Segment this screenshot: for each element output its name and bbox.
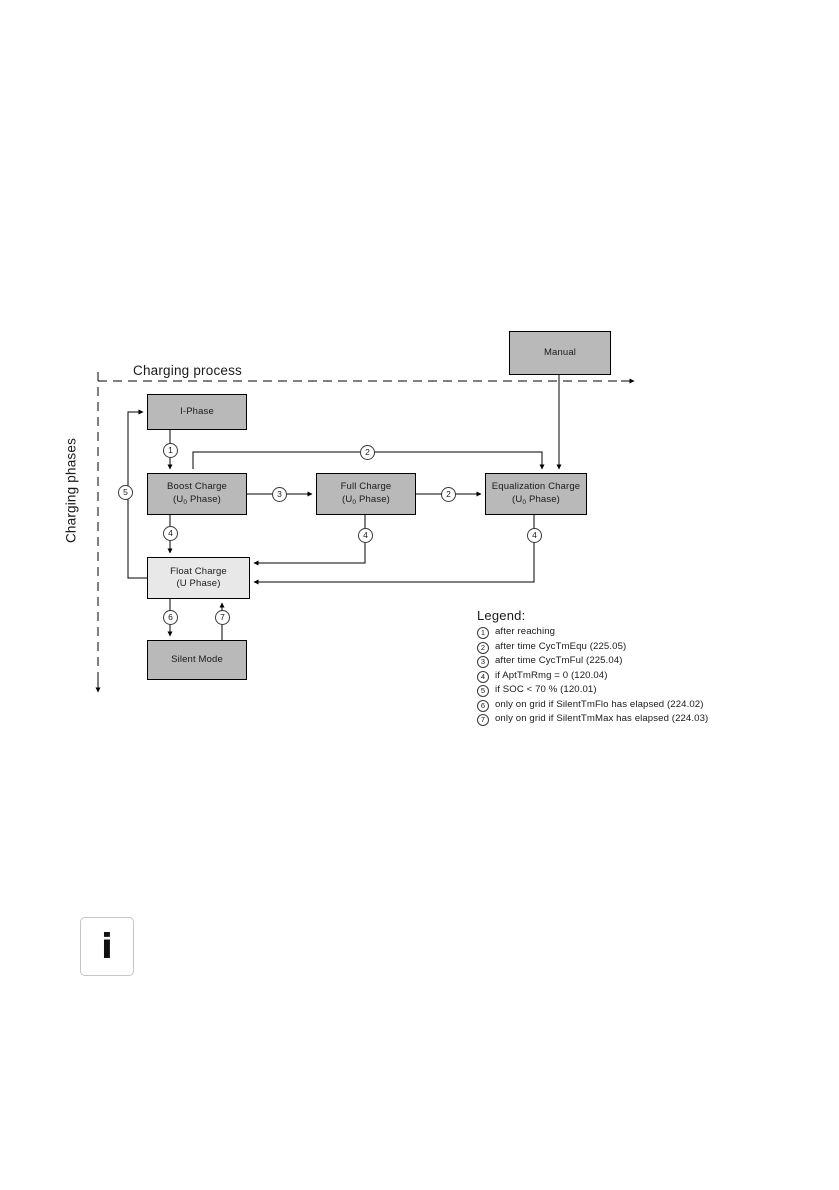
legend-text-5: if SOC < 70 % (120.01) <box>495 684 597 695</box>
badge-connector-7: 7 <box>215 610 230 625</box>
legend-item: 5 if SOC < 70 % (120.01) <box>477 684 777 697</box>
node-manual-label: Manual <box>543 346 577 358</box>
node-silent-mode[interactable]: Silent Mode <box>147 640 247 680</box>
node-full-charge-subscript: 0 <box>352 498 357 506</box>
legend-item: 6 only on grid if SilentTmFlo has elapse… <box>477 699 777 712</box>
legend-item: 7 only on grid if SilentTmMax has elapse… <box>477 713 777 726</box>
edge-equalization-to-float <box>253 515 535 585</box>
node-equalization-charge[interactable]: Equalization Charge (U0 Phase) <box>485 473 587 515</box>
legend-text-6: only on grid if SilentTmFlo has elapsed … <box>495 698 704 710</box>
node-manual[interactable]: Manual <box>509 331 611 375</box>
badge-connector-6: 6 <box>163 610 178 625</box>
node-float-charge[interactable]: Float Charge (U Phase) <box>147 557 250 599</box>
legend-text-3: after time CycTmFul (225.04) <box>495 655 623 666</box>
legend-badge-7: 7 <box>477 714 489 726</box>
legend-badge-5: 5 <box>477 685 489 697</box>
legend-badge-4: 4 <box>477 670 489 683</box>
node-silent-mode-label: Silent Mode <box>171 653 223 665</box>
node-boost-charge[interactable]: Boost Charge (U0 Phase) <box>147 473 247 515</box>
node-full-charge-label: Full Charge <box>340 481 392 492</box>
legend-text-4: if AptTmRmg = 0 (120.04) <box>495 669 608 681</box>
node-boost-charge-subscript: 0 <box>183 498 188 506</box>
node-i-phase-label: I-Phase <box>180 405 214 417</box>
legend-item: 3 after time CycTmFul (225.04) <box>477 655 777 668</box>
legend-badge-6: 6 <box>477 699 489 712</box>
node-boost-charge-label: Boost Charge <box>167 481 227 492</box>
node-equalization-charge-subscript: 0 <box>522 498 527 506</box>
badge-connector-1: 1 <box>163 443 178 458</box>
badge-connector-2-right: 2 <box>441 487 456 502</box>
node-equalization-charge-label: Equalization Charge <box>491 481 581 492</box>
legend-badge-3: 3 <box>477 656 489 668</box>
legend-text-1: after reaching <box>495 626 556 637</box>
legend-badge-1: 1 <box>477 627 489 639</box>
badge-connector-4-equalization: 4 <box>527 528 542 543</box>
legend-badge-2: 2 <box>477 641 489 654</box>
info-icon: i <box>80 917 134 976</box>
node-float-charge-label: Float Charge <box>170 565 227 577</box>
legend-text-7: only on grid if SilentTmMax has elapsed … <box>495 713 709 724</box>
badge-connector-3: 3 <box>272 487 287 502</box>
axis-label-charging-phases: Charging phases <box>63 437 79 544</box>
legend-item: 1 after reaching <box>477 626 777 639</box>
axis-label-charging-process: Charging process <box>133 363 243 378</box>
legend-item: 4 if AptTmRmg = 0 (120.04) <box>477 670 777 683</box>
legend-title: Legend: <box>477 608 526 623</box>
node-float-charge-sublabel: (U Phase) <box>176 578 221 589</box>
node-full-charge-sublabel: (U0 Phase) <box>342 493 390 506</box>
node-equalization-charge-sublabel: (U0 Phase) <box>512 493 560 506</box>
node-i-phase[interactable]: I-Phase <box>147 394 247 430</box>
legend: Legend: 1 after reaching 2 after time Cy… <box>477 608 777 728</box>
legend-item: 2 after time CycTmEqu (225.05) <box>477 641 777 654</box>
info-icon-glyph: i <box>101 926 113 967</box>
badge-connector-2-top: 2 <box>360 445 375 460</box>
badge-connector-4-full: 4 <box>358 528 373 543</box>
edge-full-to-float <box>253 515 366 566</box>
legend-text-2: after time CycTmEqu (225.05) <box>495 640 627 652</box>
badge-connector-4-boost: 4 <box>163 526 178 541</box>
node-boost-charge-sublabel: (U0 Phase) <box>173 493 221 506</box>
badge-connector-5: 5 <box>118 485 133 500</box>
node-full-charge[interactable]: Full Charge (U0 Phase) <box>316 473 416 515</box>
